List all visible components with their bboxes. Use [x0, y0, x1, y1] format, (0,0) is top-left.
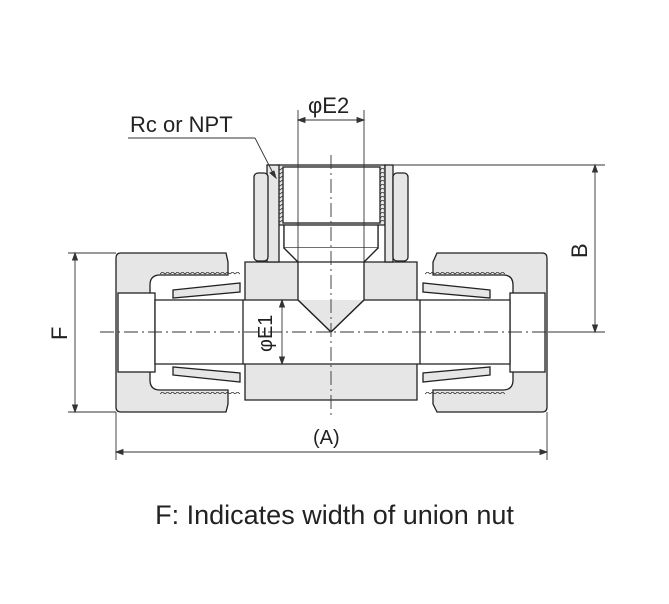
thread-label: Rc or NPT: [130, 112, 233, 137]
branch-ring-left: [253, 172, 269, 262]
left-ferrule-bottom: [172, 366, 241, 383]
branch-wall-right: [384, 164, 394, 263]
right-ferrule-top: [422, 282, 491, 299]
caption: F: Indicates width of union nut: [155, 500, 514, 530]
branch-wall-left: [266, 164, 280, 263]
f-dimension-label: F: [47, 327, 72, 340]
phi-e2-label: φE2: [308, 93, 349, 118]
phi-e1-label: φE1: [255, 315, 277, 352]
left-ferrule-top: [172, 282, 241, 299]
right-port: [509, 292, 546, 373]
right-ferrule-bottom: [422, 366, 491, 383]
branch-ring-right: [392, 172, 409, 262]
a-dimension-label: (A): [313, 427, 340, 449]
left-port: [117, 292, 156, 373]
b-dimension-label: B: [567, 243, 592, 258]
